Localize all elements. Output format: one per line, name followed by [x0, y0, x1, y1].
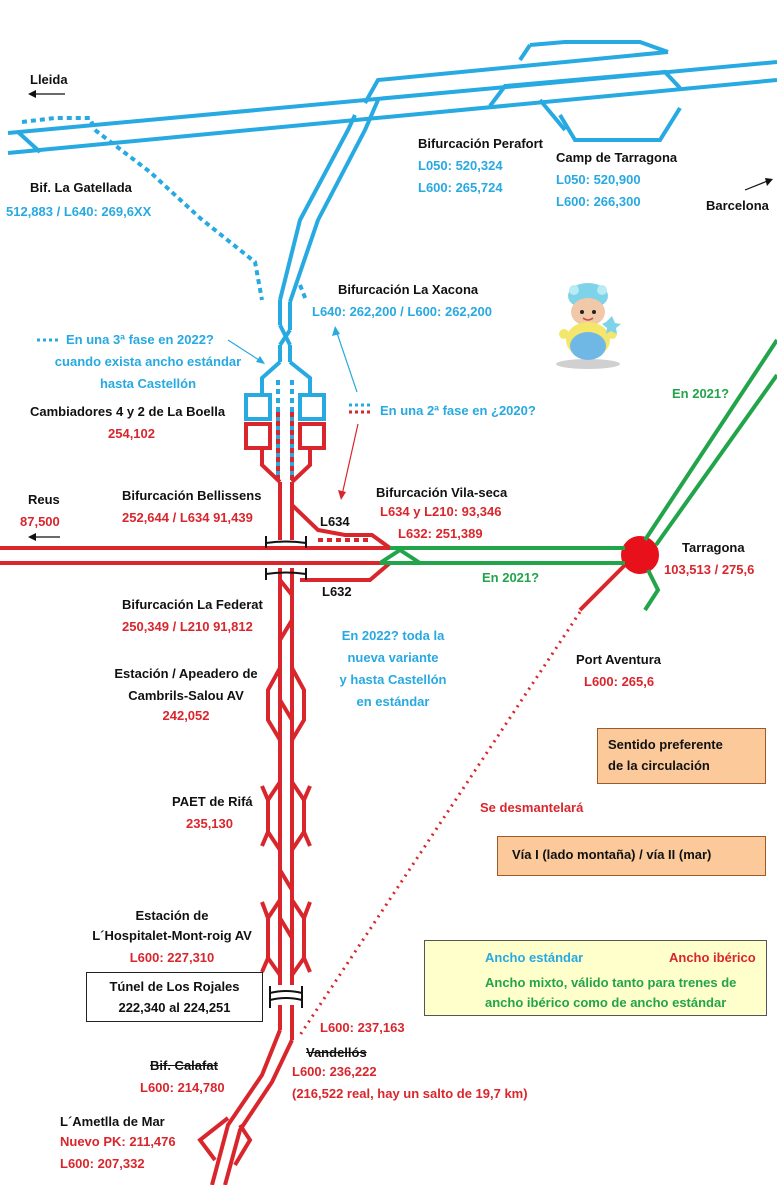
calafat-name: Bif. Calafat [150, 1058, 218, 1073]
vandellos-name: Vandellós [306, 1045, 367, 1060]
l632-label: L632 [322, 584, 352, 599]
desmantelara-label: Se desmantelará [480, 800, 584, 815]
vandellos-note: (216,522 real, hay un salto de 19,7 km) [292, 1086, 528, 1101]
portaventura-name: Port Aventura [576, 652, 661, 667]
annotation-arrows [28, 90, 773, 541]
rifa-name: PAET de Rifá [172, 794, 253, 809]
xacona-pk: L640: 262,200 / L600: 262,200 [312, 304, 492, 319]
dismantled-line [298, 611, 582, 1036]
cambrils-line1: Estación / Apeadero de [114, 666, 258, 681]
camp-l600: L600: 266,300 [556, 194, 641, 209]
toy-figurine-icon [556, 283, 621, 369]
gatellada-pk: 512,883 / L640: 269,6XX [6, 204, 152, 219]
mixed-gauge-tracks [378, 338, 777, 612]
barcelona-label: Barcelona [706, 198, 769, 213]
variante-line4: en estándar [356, 694, 430, 709]
federat-name: Bifurcación La Federat [122, 597, 263, 612]
tarragona-name: Tarragona [682, 540, 745, 555]
l634-label: L634 [320, 514, 350, 529]
sentido-line1: Sentido preferente [608, 737, 723, 752]
camp-l050: L050: 520,900 [556, 172, 641, 187]
legend: Ancho estándar Ancho ibérico Ancho mixto… [424, 940, 767, 1016]
xacona-name: Bifurcación La Xacona [338, 282, 479, 297]
fase3-line2: cuando exista ancho estándar [54, 354, 242, 369]
rojales-line1: Túnel de Los Rojales [109, 979, 240, 994]
camp-name: Camp de Tarragona [556, 150, 678, 165]
cambrils-pk: 242,052 [162, 708, 210, 723]
perafort-name: Bifurcación Perafort [418, 136, 543, 151]
portaventura-pk: L600: 265,6 [584, 674, 655, 689]
perafort-l050: L050: 520,324 [418, 158, 503, 173]
legend-standard: Ancho estándar [485, 950, 584, 965]
tunnel-markers [265, 536, 307, 1008]
calafat-pk: L600: 214,780 [140, 1080, 225, 1095]
variante-line2: nueva variante [347, 650, 439, 665]
sentido-line2: de la circulación [608, 758, 710, 773]
vandellos-pk: L600: 236,222 [292, 1064, 377, 1079]
rojales-line2: 222,340 al 224,251 [118, 1000, 231, 1015]
en2021-south: En 2021? [482, 570, 540, 585]
iberian-gauge-tracks [0, 422, 659, 1185]
vilaseca-pk1: L634 y L210: 93,346 [380, 504, 502, 519]
reus-pk: 87,500 [20, 514, 60, 529]
ametlla-pk2: L600: 207,332 [60, 1156, 145, 1171]
fase3-line1: En una 3ª fase en 2022? [66, 332, 214, 347]
gatellada-name: Bif. La Gatellada [30, 180, 132, 195]
federat-pk: 250,349 / L210 91,812 [122, 619, 253, 634]
hospitalet-line2: L´Hospitalet-Mont-roig AV [92, 928, 252, 943]
en2021-north: En 2021? [672, 386, 730, 401]
legend-mixed-line2: ancho ibérico como de ancho estándar [485, 995, 727, 1010]
lleida-label: Lleida [30, 72, 68, 87]
rojales-box: Túnel de Los Rojales 222,340 al 224,251 [86, 972, 263, 1022]
ametlla-name: L´Ametlla de Mar [60, 1114, 165, 1129]
standard-gauge-tracks [7, 40, 777, 421]
fase2-label: En una 2ª fase en ¿2020? [380, 403, 536, 418]
phase2-symbol [349, 403, 372, 414]
bellissens-name: Bifurcación Bellissens [122, 488, 262, 503]
vilaseca-pk2: L632: 251,389 [398, 526, 483, 541]
perafort-l600: L600: 265,724 [418, 180, 503, 195]
rifa-pk: 235,130 [186, 816, 233, 831]
l600-237-label: L600: 237,163 [320, 1020, 405, 1035]
tarragona-pk: 103,513 / 275,6 [664, 562, 755, 577]
variante-line3: y hasta Castellón [339, 672, 447, 687]
bellissens-pk: 252,644 / L634 91,439 [122, 510, 253, 525]
vilaseca-name: Bifurcación Vila-seca [376, 485, 508, 500]
hospitalet-line1: Estación de [135, 908, 209, 923]
sentido-box: Sentido preferente de la circulación [597, 728, 766, 784]
cambiadores-pk: 254,102 [108, 426, 155, 441]
ametlla-pk1: Nuevo PK: 211,476 [60, 1134, 176, 1149]
variante-line1: En 2022? toda la [341, 628, 445, 643]
via-box: Vía I (lado montaña) / vía II (mar) [497, 836, 766, 876]
iberian-gauge-dotted [276, 412, 370, 542]
hospitalet-pk: L600: 227,310 [129, 950, 215, 965]
fase3-line3: hasta Castellón [99, 376, 197, 391]
standard-gauge-future [21, 116, 308, 475]
cambiadores-name: Cambiadores 4 y 2 de La Boella [30, 404, 226, 419]
legend-iberian: Ancho ibérico [669, 950, 756, 965]
via-box-text: Vía I (lado montaña) / vía II (mar) [512, 847, 712, 862]
reus-name: Reus [28, 492, 60, 507]
cambrils-line2: Cambrils-Salou AV [128, 688, 244, 703]
legend-mixed-line1: Ancho mixto, válido tanto para trenes de [485, 975, 737, 990]
